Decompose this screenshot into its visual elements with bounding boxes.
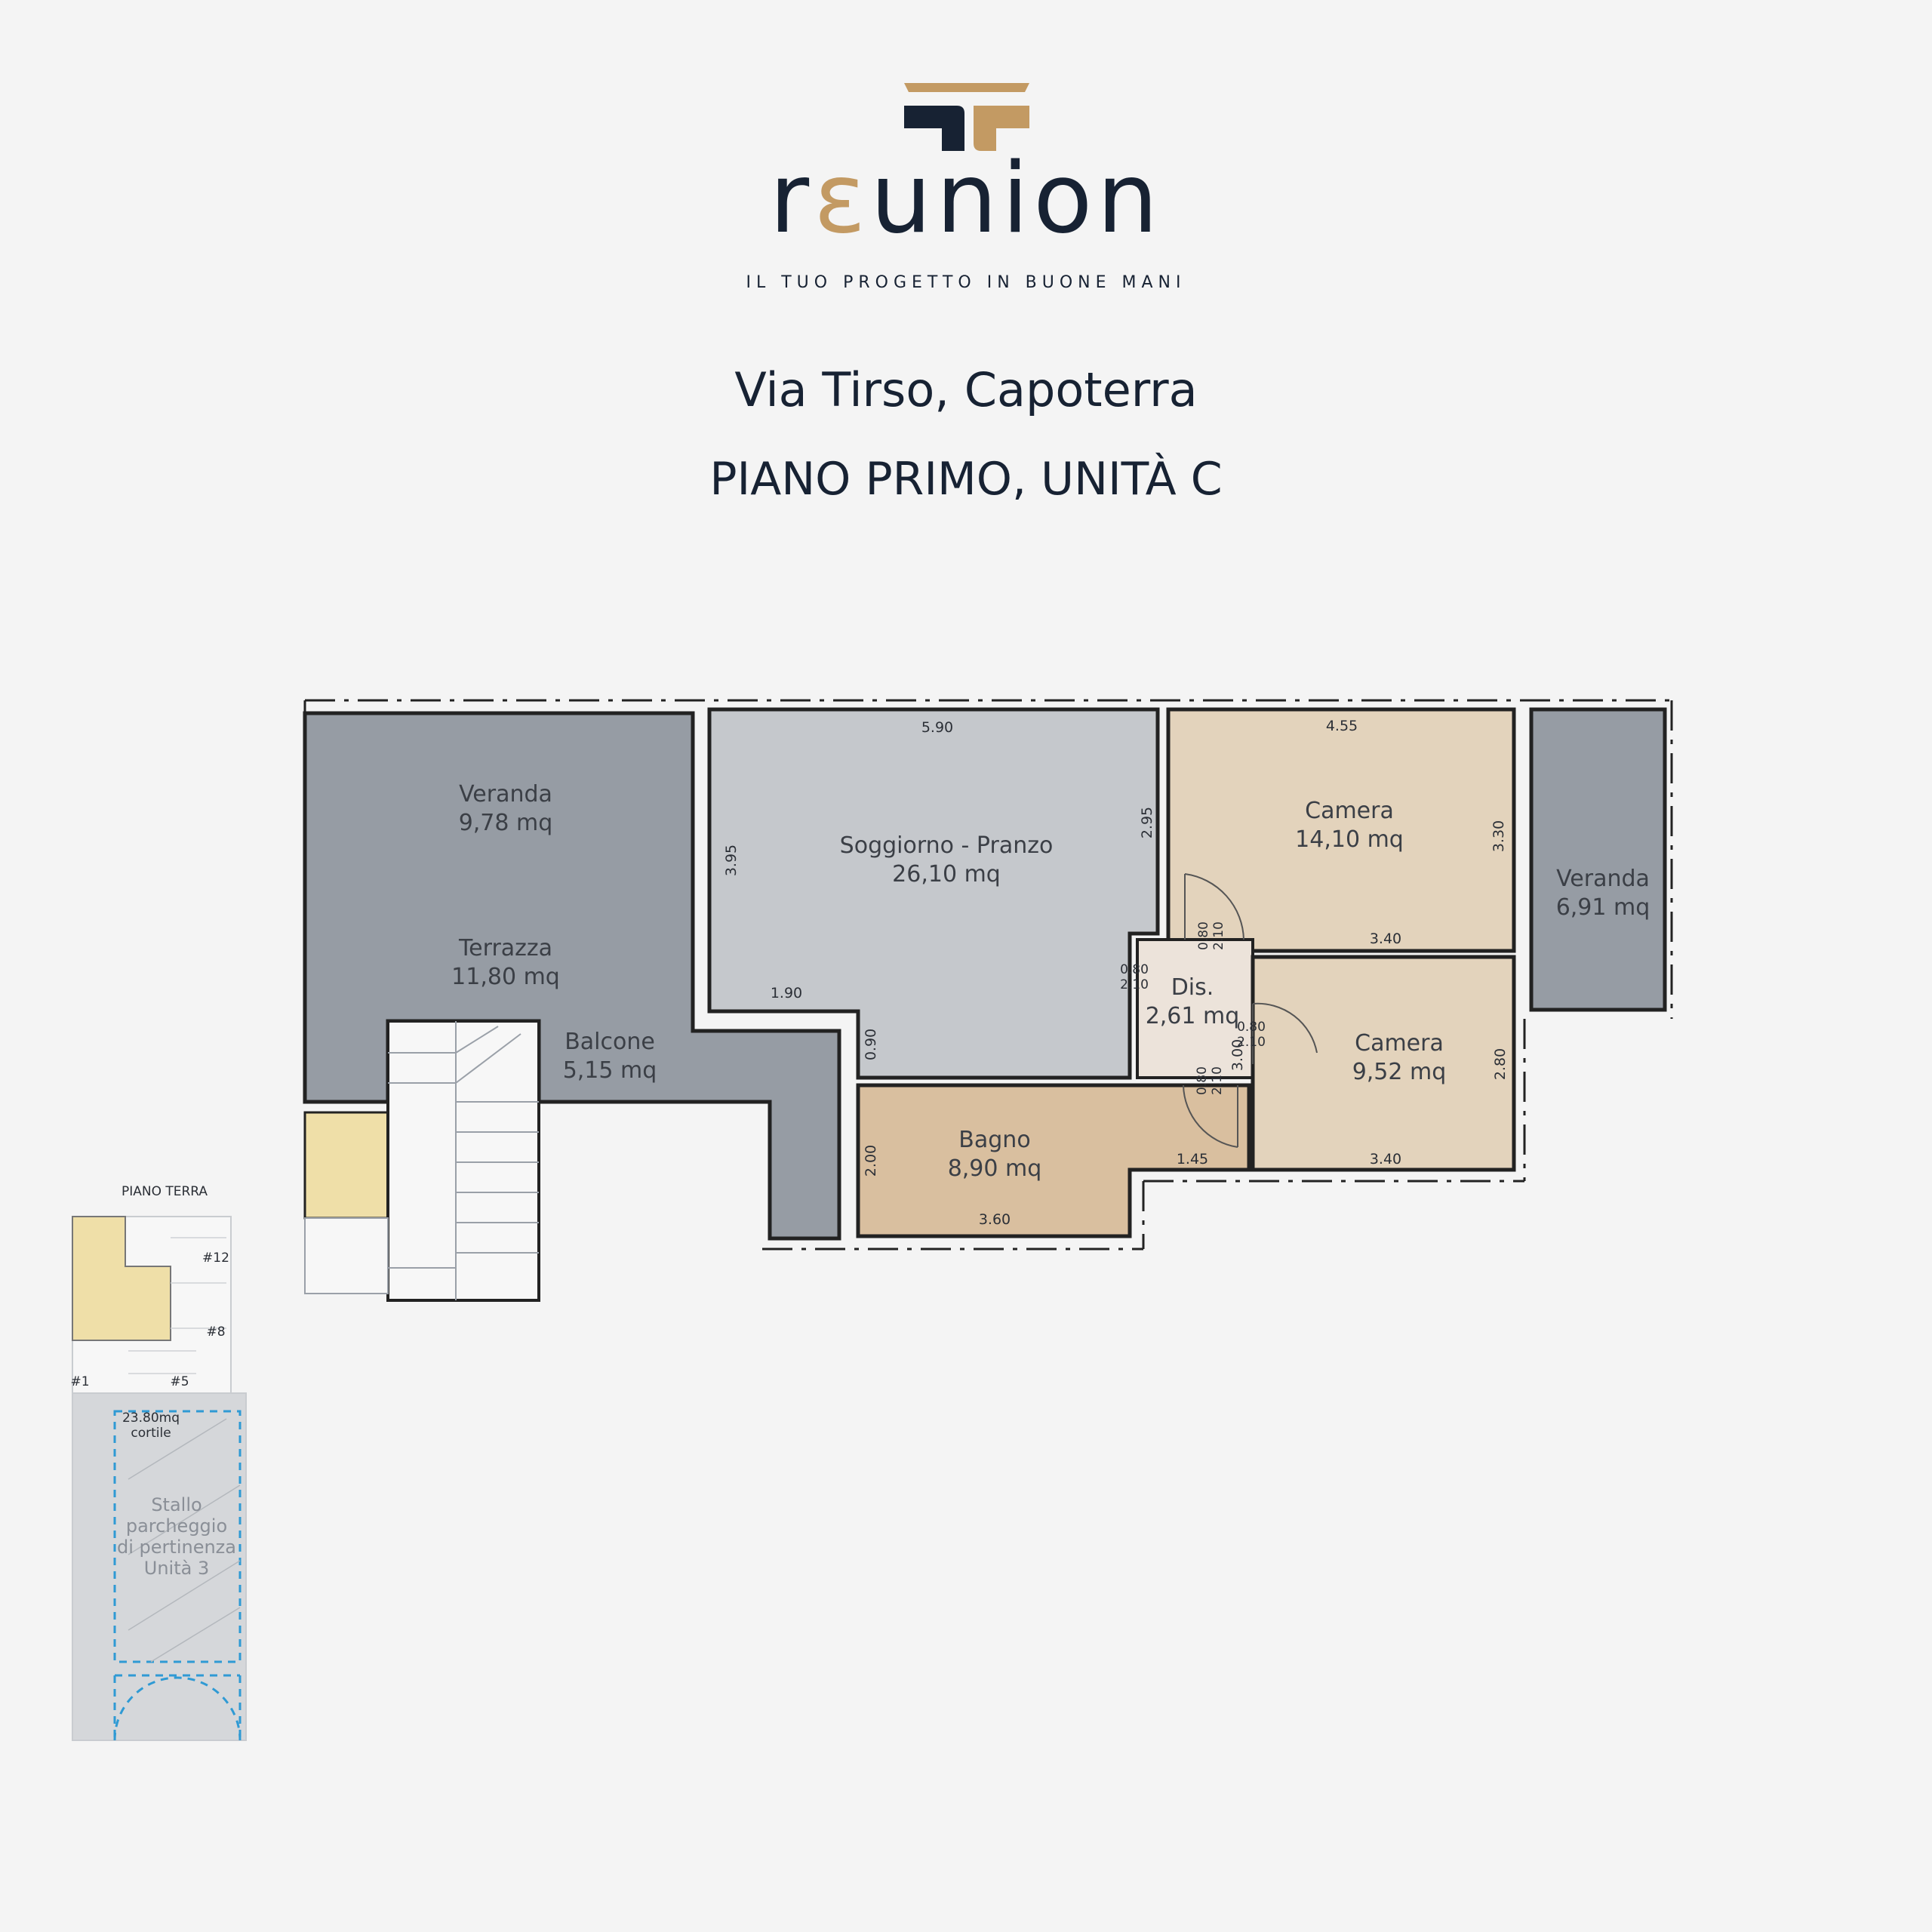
area-veranda-left: 9,78 mq — [459, 810, 553, 836]
dim-camera2-bottom: 3.40 — [1370, 1151, 1401, 1168]
parking-space — [113, 1410, 242, 1663]
room-camera-2 — [1251, 955, 1516, 1172]
area-bagno: 8,90 mq — [948, 1155, 1042, 1182]
label-bagno: Bagno — [958, 1127, 1030, 1153]
parking-label-4: Unità 3 — [144, 1558, 209, 1579]
room-bagno — [856, 1083, 1251, 1238]
dim-soggiorno-right: 2.95 — [1139, 807, 1155, 838]
brand-wordmark: rεunion — [769, 143, 1163, 255]
dim-bagno-left: 2.00 — [863, 1145, 879, 1177]
label-veranda-left: Veranda — [459, 781, 552, 808]
dim-bagno-right: 1.45 — [1177, 1151, 1208, 1168]
label-dis: Dis. — [1171, 974, 1214, 1001]
stair-mark-5: #5 — [170, 1374, 189, 1389]
parking-label-2: parcheggio — [126, 1515, 227, 1537]
label-camera-2: Camera — [1355, 1030, 1444, 1057]
label-terrazza: Terrazza — [458, 935, 552, 961]
stair-mark-1: #1 — [70, 1374, 89, 1389]
door-a-width: 0.80 — [1120, 962, 1149, 977]
area-camera-1: 14,10 mq — [1295, 826, 1404, 853]
dim-soggiorno-left: 3.95 — [723, 844, 740, 876]
label-veranda-right: Veranda — [1556, 866, 1650, 892]
door-a-height: 2.10 — [1120, 977, 1149, 992]
label-balcone: Balcone — [565, 1029, 655, 1055]
area-soggiorno: 26,10 mq — [892, 861, 1001, 888]
door-d-width: 0.80 — [1195, 1066, 1210, 1095]
label-soggiorno: Soggiorno - Pranzo — [840, 832, 1054, 859]
dim-bagno-bottom: 3.60 — [979, 1211, 1011, 1228]
area-camera-2: 9,52 mq — [1352, 1059, 1447, 1085]
dim-soggiorno-step: 0.90 — [863, 1029, 879, 1060]
label-camera-1: Camera — [1305, 798, 1394, 824]
brand-tagline: IL TUO PROGETTO IN BUONE MANI — [746, 273, 1186, 292]
unit-title: PIANO PRIMO, UNITÀ C — [709, 453, 1223, 506]
dim-camera2-right: 2.80 — [1492, 1048, 1509, 1080]
dim-dis-right: 3.00 — [1229, 1039, 1246, 1071]
door-c-height: 2.10 — [1211, 921, 1226, 950]
ground-floor-title: PIANO TERRA — [122, 1184, 208, 1199]
door-d-height: 2.10 — [1210, 1066, 1225, 1095]
stair-mark-8: #8 — [206, 1324, 225, 1340]
ground-floor-inset: PIANO TERRA #12 #8 #1 #5 23.80mq cortile… — [70, 1184, 247, 1741]
room-soggiorno — [707, 707, 1160, 1080]
area-dis: 2,61 mq — [1146, 1003, 1240, 1029]
dim-camera1-bottom: 3.40 — [1370, 931, 1401, 947]
dim-camera1-top: 4.55 — [1326, 718, 1358, 734]
room-camera-1 — [1166, 707, 1516, 953]
parking-label-3: di pertinenza — [117, 1537, 236, 1558]
reunion-logo-icon — [904, 83, 1029, 151]
door-swings — [1183, 873, 1318, 1148]
dim-camera1-right: 3.30 — [1491, 820, 1507, 852]
area-terrazza: 11,80 mq — [451, 964, 560, 990]
stairs — [304, 1020, 540, 1302]
room-veranda-right — [1529, 707, 1667, 1012]
parking-label-1: Stallo — [151, 1494, 202, 1515]
stair-mark-12: #12 — [202, 1251, 229, 1266]
area-veranda-right: 6,91 mq — [1556, 894, 1651, 921]
address-title: Via Tirso, Capoterra — [734, 362, 1198, 417]
header: rεunion IL TUO PROGETTO IN BUONE MANI Vi… — [0, 0, 1932, 543]
courtyard-area: 23.80mq — [122, 1411, 180, 1426]
door-c-width: 0.80 — [1196, 921, 1211, 950]
area-balcone: 5,15 mq — [563, 1057, 657, 1084]
door-b-width: 0.80 — [1237, 1020, 1266, 1035]
dim-soggiorno-top: 5.90 — [921, 719, 953, 736]
door-b-height: 2.10 — [1237, 1035, 1266, 1050]
courtyard-label: cortile — [131, 1426, 171, 1441]
dim-soggiorno-bottom: 1.90 — [771, 985, 802, 1001]
